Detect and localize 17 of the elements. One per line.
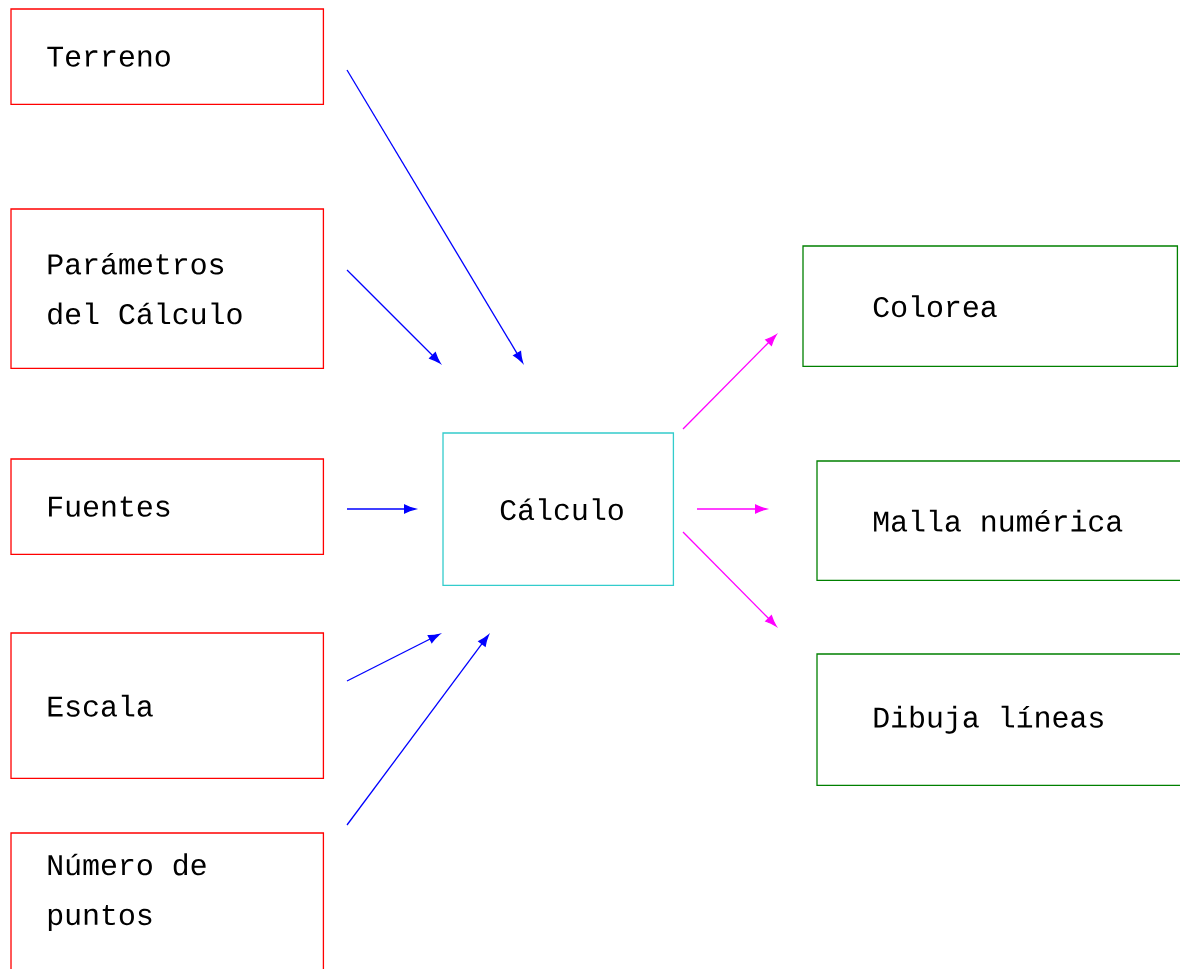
process-box: Colorea <box>802 245 1179 368</box>
process-box: Terreno <box>10 8 325 106</box>
arrow <box>346 269 441 364</box>
process-box: Número de puntos <box>10 832 325 969</box>
process-box: Fuentes <box>10 458 325 556</box>
process-box: Malla numérica <box>816 460 1180 582</box>
process-box: Cálculo <box>442 432 675 587</box>
arrow <box>346 634 489 826</box>
process-box: Escala <box>10 632 325 780</box>
arrow <box>346 69 524 364</box>
arrow <box>682 531 777 627</box>
process-box: Parámetros del Cálculo <box>10 208 325 370</box>
arrow <box>346 504 416 514</box>
process-box: Dibuja líneas <box>816 653 1180 787</box>
arrow <box>696 504 767 514</box>
arrow <box>346 633 441 682</box>
arrow <box>682 334 777 430</box>
